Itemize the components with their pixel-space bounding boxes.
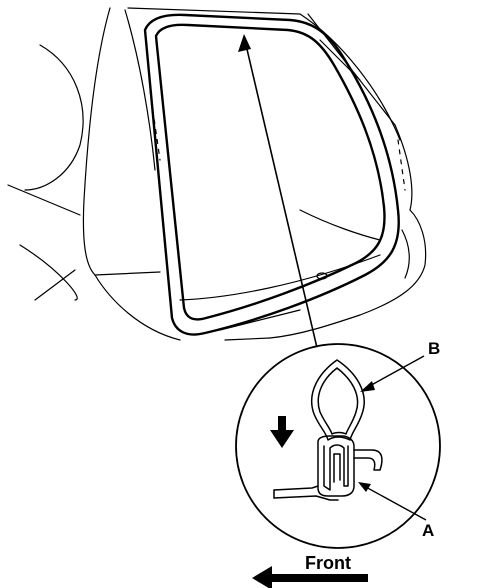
detail-leader-arrow [238, 34, 319, 353]
push-down-arrow-icon [270, 416, 294, 448]
front-label: Front [305, 553, 351, 573]
callout-b-label: B [428, 339, 440, 358]
arrow-left-icon [252, 566, 368, 588]
vehicle-body [7, 7, 427, 341]
callout-a-label: A [422, 521, 434, 540]
weatherstrip-cross-section [273, 359, 383, 501]
callout-b: B [360, 339, 440, 392]
front-direction-indicator: Front [252, 553, 368, 588]
detail-callout-circle [235, 343, 441, 549]
callout-a: A [358, 482, 434, 540]
tailgate-weatherstrip [143, 13, 400, 336]
